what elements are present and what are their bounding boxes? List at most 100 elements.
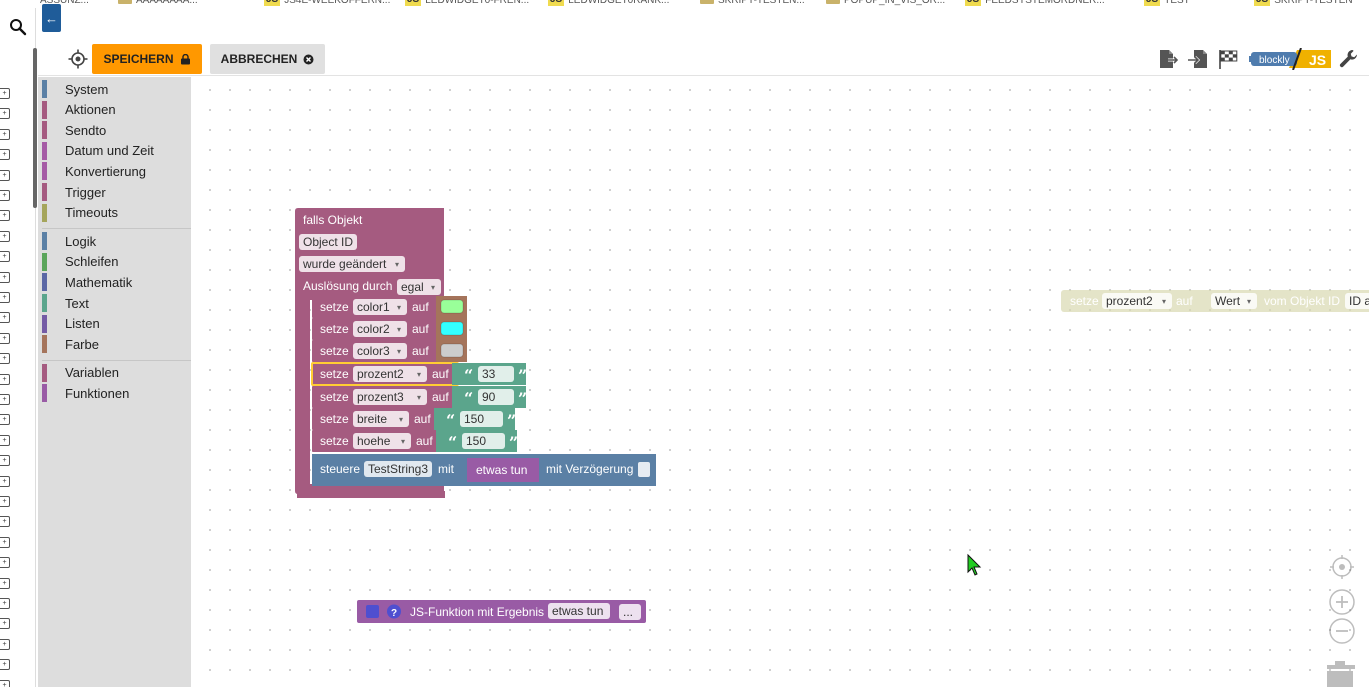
trigger-value-dropdown[interactable] [397,279,441,295]
toolbox-category-variablen[interactable]: Variablen [42,363,191,382]
variable-dropdown[interactable] [353,366,427,382]
expand-icon[interactable]: + [0,312,10,324]
expand-icon[interactable]: + [0,210,10,222]
expand-icon[interactable]: + [0,190,10,201]
file-tab[interactable]: JSJS4E-WEEKOFFERN... [264,0,390,7]
toolbox-category-system[interactable]: System [42,80,191,98]
file-tab[interactable]: ASSUNZ... [40,0,89,7]
toolbox-category-text[interactable]: Text [42,294,191,312]
expand-icon[interactable]: + [0,536,10,548]
expand-icon[interactable]: + [0,230,10,242]
control-keyword: steuere [320,462,360,476]
expand-icon[interactable]: + [0,271,10,283]
toolbox-category-timeouts[interactable]: Timeouts [42,203,191,222]
expand-icon[interactable]: + [0,414,10,426]
expand-icon[interactable]: + [0,557,10,569]
expand-icon[interactable]: + [0,88,10,99]
variable-dropdown[interactable] [353,411,409,427]
variable-dropdown[interactable] [353,321,407,337]
colour-swatch[interactable] [440,343,464,358]
toolbox-category-sendto[interactable]: Sendto [42,121,191,140]
scrollbar[interactable] [33,48,37,208]
expand-icon[interactable]: + [0,332,10,344]
trash-icon[interactable] [1327,661,1355,687]
expand-icon[interactable]: + [0,598,10,609]
recenter-icon[interactable] [1330,555,1354,579]
file-tab[interactable]: JSLEDWIDGET0RANK... [548,0,669,7]
zoom-in-icon[interactable] [1329,589,1355,615]
expand-icon[interactable]: + [0,251,10,263]
toolbox-category-funktionen[interactable]: Funktionen [42,384,191,403]
expand-icon[interactable]: + [0,373,10,385]
toolbox-category-datum-und-zeit[interactable]: Datum und Zeit [42,141,191,160]
function-name-field[interactable] [548,603,610,619]
toolbox-category-logik[interactable]: Logik [42,232,191,251]
text-value-field[interactable] [478,366,514,382]
wrench-icon[interactable] [1338,48,1360,70]
blockly-js-toggle[interactable]: blockly JS [1249,48,1332,70]
toolbox-category-farbe[interactable]: Farbe [42,335,191,354]
help-icon[interactable] [387,604,401,619]
toolbox-category-trigger[interactable]: Trigger [42,183,191,201]
file-tab[interactable]: JSTEST [1144,0,1190,7]
variable-dropdown[interactable] [353,389,427,405]
expand-icon[interactable]: + [0,394,10,405]
locate-icon[interactable] [68,49,88,69]
colour-swatch[interactable] [440,299,464,314]
function-more-button[interactable] [619,604,641,620]
file-tab[interactable]: SKRIPT-TESTEN... [700,0,805,7]
expand-icon[interactable]: + [0,618,10,630]
condition-dropdown[interactable] [299,256,405,272]
checkered-flag-icon[interactable] [1217,48,1239,70]
text-value-field[interactable] [462,433,505,449]
expand-icon[interactable]: + [0,638,10,650]
text-value-field[interactable] [460,411,503,427]
cancel-button[interactable]: ABBRECHEN [210,44,325,74]
expand-icon[interactable]: + [0,496,10,507]
expand-icon[interactable]: + [0,679,10,687]
variable-dropdown[interactable] [353,299,407,315]
expand-icon[interactable]: + [0,475,10,487]
expand-icon[interactable]: + [0,659,10,671]
expand-icon[interactable]: + [0,434,10,446]
zoom-out-icon[interactable] [1329,618,1355,644]
toolbox-category-schleifen[interactable]: Schleifen [42,252,191,271]
faded-variable-dropdown[interactable] [1102,293,1172,309]
expand-icon[interactable]: + [0,455,10,467]
back-button[interactable]: ← [42,4,61,32]
import-icon[interactable] [1187,48,1209,70]
expand-icon[interactable]: + [0,353,10,365]
delay-checkbox[interactable] [638,462,650,477]
expand-icon[interactable]: + [0,516,10,528]
expand-icon[interactable]: + [0,169,10,181]
save-button[interactable]: SPEICHERN [92,44,202,74]
gear-icon[interactable] [366,605,379,618]
faded-id-field[interactable] [1345,293,1369,309]
control-target-field[interactable] [364,461,432,477]
expand-icon[interactable]: + [0,149,10,161]
variable-dropdown[interactable] [353,343,407,359]
toolbox-category-listen[interactable]: Listen [42,314,191,333]
toolbox-category-konvertierung[interactable]: Konvertierung [42,162,191,181]
file-tab[interactable]: JSFEEDSYSTEMORDNER... [965,0,1105,7]
text-value-field[interactable] [478,389,514,405]
expand-icon[interactable]: + [0,577,10,589]
expand-icon[interactable]: + [0,108,10,120]
object-id-field[interactable] [299,234,357,250]
export-icon[interactable] [1157,48,1179,70]
file-tab[interactable]: JSLEDWIDGET0-FREN... [405,0,529,7]
search-icon[interactable] [9,18,27,36]
expand-icon[interactable]: + [0,128,10,140]
set-keyword: setze [320,322,349,336]
file-tab[interactable]: POPUP_IN_VIS_OR... [826,0,945,7]
faded-value-dropdown[interactable] [1211,293,1257,309]
file-tab[interactable]: AAAAAAAA... [118,0,198,7]
variable-dropdown[interactable] [353,433,411,449]
expand-icon[interactable]: + [0,292,10,303]
file-tab[interactable]: JSSKRIPT-TESTEN [1254,0,1353,7]
toolbox-category-mathematik[interactable]: Mathematik [42,273,191,292]
colour-swatch[interactable] [440,321,464,336]
toolbox-category-aktionen[interactable]: Aktionen [42,100,191,119]
action-block[interactable] [467,458,539,482]
